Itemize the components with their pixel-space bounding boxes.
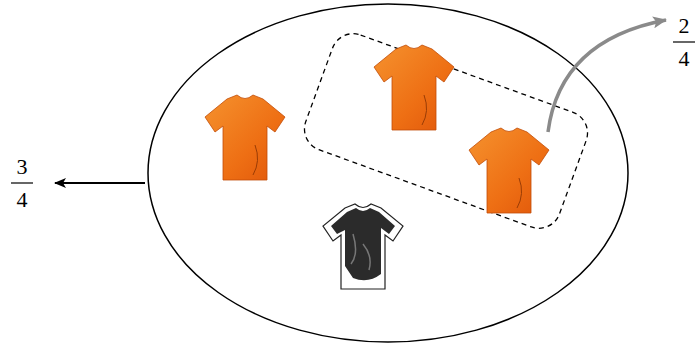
orange-shirt <box>205 95 285 180</box>
curved-arrow <box>548 20 666 132</box>
black-shirt <box>323 204 403 289</box>
fraction-digit: 2 <box>679 14 690 38</box>
orange-shirt <box>374 45 454 130</box>
set-ellipse <box>148 4 628 342</box>
pointer-arrow <box>55 182 145 184</box>
orange-shirt <box>469 128 549 213</box>
fraction-bar <box>11 182 33 183</box>
fraction-digit: 3 <box>17 155 28 179</box>
fraction-digit: 4 <box>679 47 690 71</box>
fraction-bar <box>673 41 695 42</box>
fraction-digit: 4 <box>17 188 28 212</box>
